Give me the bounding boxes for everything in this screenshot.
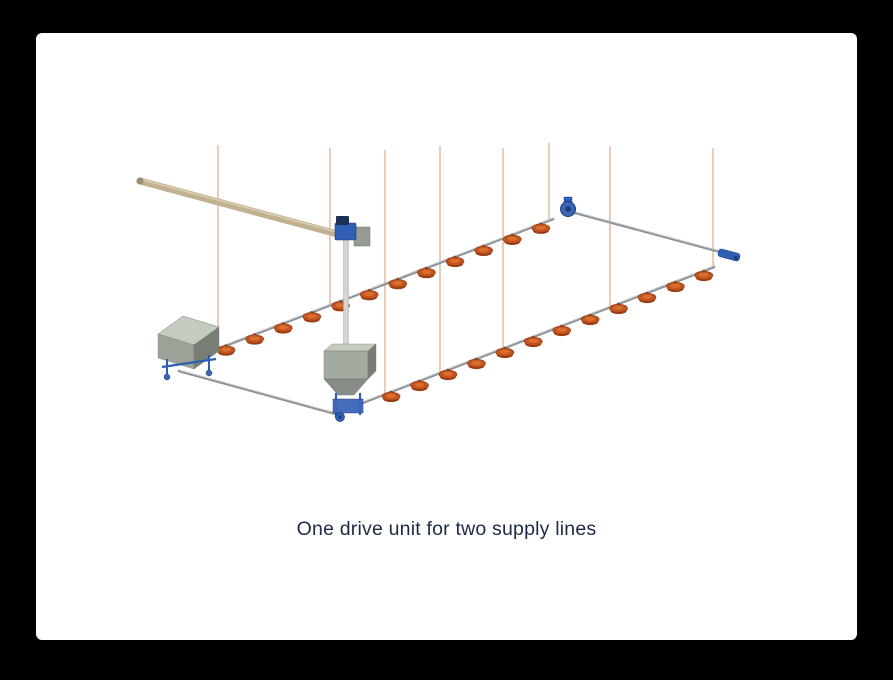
return-line-highlight — [571, 210, 729, 254]
feeder-pan — [495, 346, 515, 359]
drive-base-wheel-hub — [338, 415, 342, 419]
pan-center — [641, 294, 652, 300]
feeding-system-diagram — [136, 143, 741, 422]
line-end-unit — [717, 248, 741, 262]
pan-center — [386, 393, 397, 398]
feed-hopper-side — [193, 326, 220, 370]
feeder-pan — [694, 269, 714, 282]
feeder-pan — [523, 335, 543, 348]
pan-center — [249, 336, 260, 341]
feeder-pan — [381, 390, 401, 403]
feeder-pan — [609, 302, 628, 315]
pan-center — [335, 303, 346, 308]
pan-center — [613, 305, 624, 311]
feeder-pan — [445, 255, 465, 268]
caption: One drive unit for two supply lines — [296, 518, 597, 540]
cross-auger-pipe — [139, 177, 346, 240]
pan-center — [507, 236, 518, 241]
pan-center — [306, 314, 317, 319]
pan-center — [499, 349, 510, 354]
drive-motor-cap — [336, 216, 349, 225]
pan-center — [278, 325, 289, 330]
pan-center — [421, 269, 432, 275]
feeder-pan — [359, 289, 379, 301]
feeder-pan — [502, 233, 522, 245]
pan-center — [478, 247, 489, 252]
feed-hopper-wheel — [163, 373, 171, 381]
connector-line-highlight — [178, 369, 337, 414]
pan-center — [528, 338, 539, 343]
feed-hopper-frame — [161, 357, 217, 369]
corner-wheel-unit — [560, 196, 576, 217]
pan-center — [698, 272, 709, 278]
drive-base-box — [332, 398, 364, 414]
drive-gearbox — [353, 226, 371, 247]
drive-motor — [334, 222, 357, 241]
feeder-pan — [273, 322, 293, 334]
pan-center — [364, 292, 375, 297]
drive-hopper-side — [367, 343, 377, 380]
feeder-pan — [388, 278, 408, 290]
cross-auger-highlight — [139, 178, 346, 235]
feeder-pan — [216, 344, 236, 356]
illustration-card: One drive unit for two supply lines — [36, 33, 857, 640]
return-line — [570, 210, 730, 256]
pan-center — [535, 225, 546, 230]
pan-center — [471, 360, 482, 365]
feeder-pan — [580, 313, 600, 326]
feeder-pan — [552, 324, 571, 337]
drive-hopper-top — [323, 343, 377, 352]
pan-center — [585, 316, 596, 322]
feeder-pan — [245, 333, 264, 345]
pan-center — [392, 280, 403, 286]
pan-center — [442, 371, 453, 376]
feeder-pan — [417, 266, 436, 279]
pan-center — [450, 258, 461, 264]
feeder-pan — [302, 311, 322, 323]
corner-wheel-hub — [565, 206, 571, 212]
drive-pole — [343, 234, 349, 354]
drive-hopper-funnel — [323, 378, 369, 396]
feeder-pan — [467, 357, 486, 370]
drive-unit — [334, 216, 371, 354]
cross-auger-end — [136, 177, 144, 185]
pan-center — [556, 327, 567, 333]
feeder-pan — [531, 222, 551, 234]
pan-center — [221, 347, 232, 352]
connector-line — [177, 369, 338, 416]
drive-hopper-front — [323, 350, 369, 380]
feed-hopper — [157, 315, 220, 381]
feeder-pan — [438, 368, 458, 381]
feeder-pan — [666, 280, 685, 293]
pan-center — [414, 382, 425, 387]
line-end-body — [717, 248, 741, 262]
feeder-pan — [410, 379, 429, 392]
line-end-hub — [734, 256, 738, 260]
feeder-pan — [637, 291, 657, 304]
feed-hopper-wheel — [205, 369, 213, 377]
pan-center — [670, 283, 681, 289]
drive-hopper — [323, 343, 377, 422]
feeder-pan — [474, 244, 493, 257]
